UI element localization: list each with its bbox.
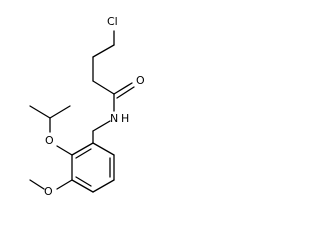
bond-o-methyl xyxy=(29,179,45,190)
ring-inner-bond-b xyxy=(75,176,92,187)
ring-bond-1 xyxy=(71,142,94,156)
bond-c1-c2 xyxy=(92,44,115,58)
ring-inner-bond-a xyxy=(75,148,92,159)
bond-carbonyl-o-a xyxy=(113,82,133,95)
amide-nitrogen-label: N xyxy=(110,112,118,125)
bond-ring-o-methoxy xyxy=(56,179,73,190)
ring-bond-4 xyxy=(92,179,115,193)
carbonyl-oxygen-label: O xyxy=(136,74,145,87)
bond-n-ch2 xyxy=(92,120,111,132)
bond-c3-carbonyl xyxy=(92,80,115,95)
amide-hydrogen-label: H xyxy=(121,112,129,125)
bond-ring-o-isopropoxy xyxy=(56,145,73,156)
isopropoxy-oxygen-label: O xyxy=(45,134,54,147)
ring-bond-6 xyxy=(92,142,115,156)
bond-lines xyxy=(29,30,135,193)
methoxy-oxygen-label: O xyxy=(44,185,53,198)
atom-labels: Cl O N H O O xyxy=(44,15,145,198)
chlorine-label: Cl xyxy=(107,15,118,28)
ring-bond-3 xyxy=(71,179,94,193)
bond-ch-me2 xyxy=(49,105,71,119)
bond-carbonyl-o-b xyxy=(116,86,135,99)
chemical-structure: Cl O N H O O xyxy=(29,15,145,198)
bond-ch-me1 xyxy=(29,105,51,119)
